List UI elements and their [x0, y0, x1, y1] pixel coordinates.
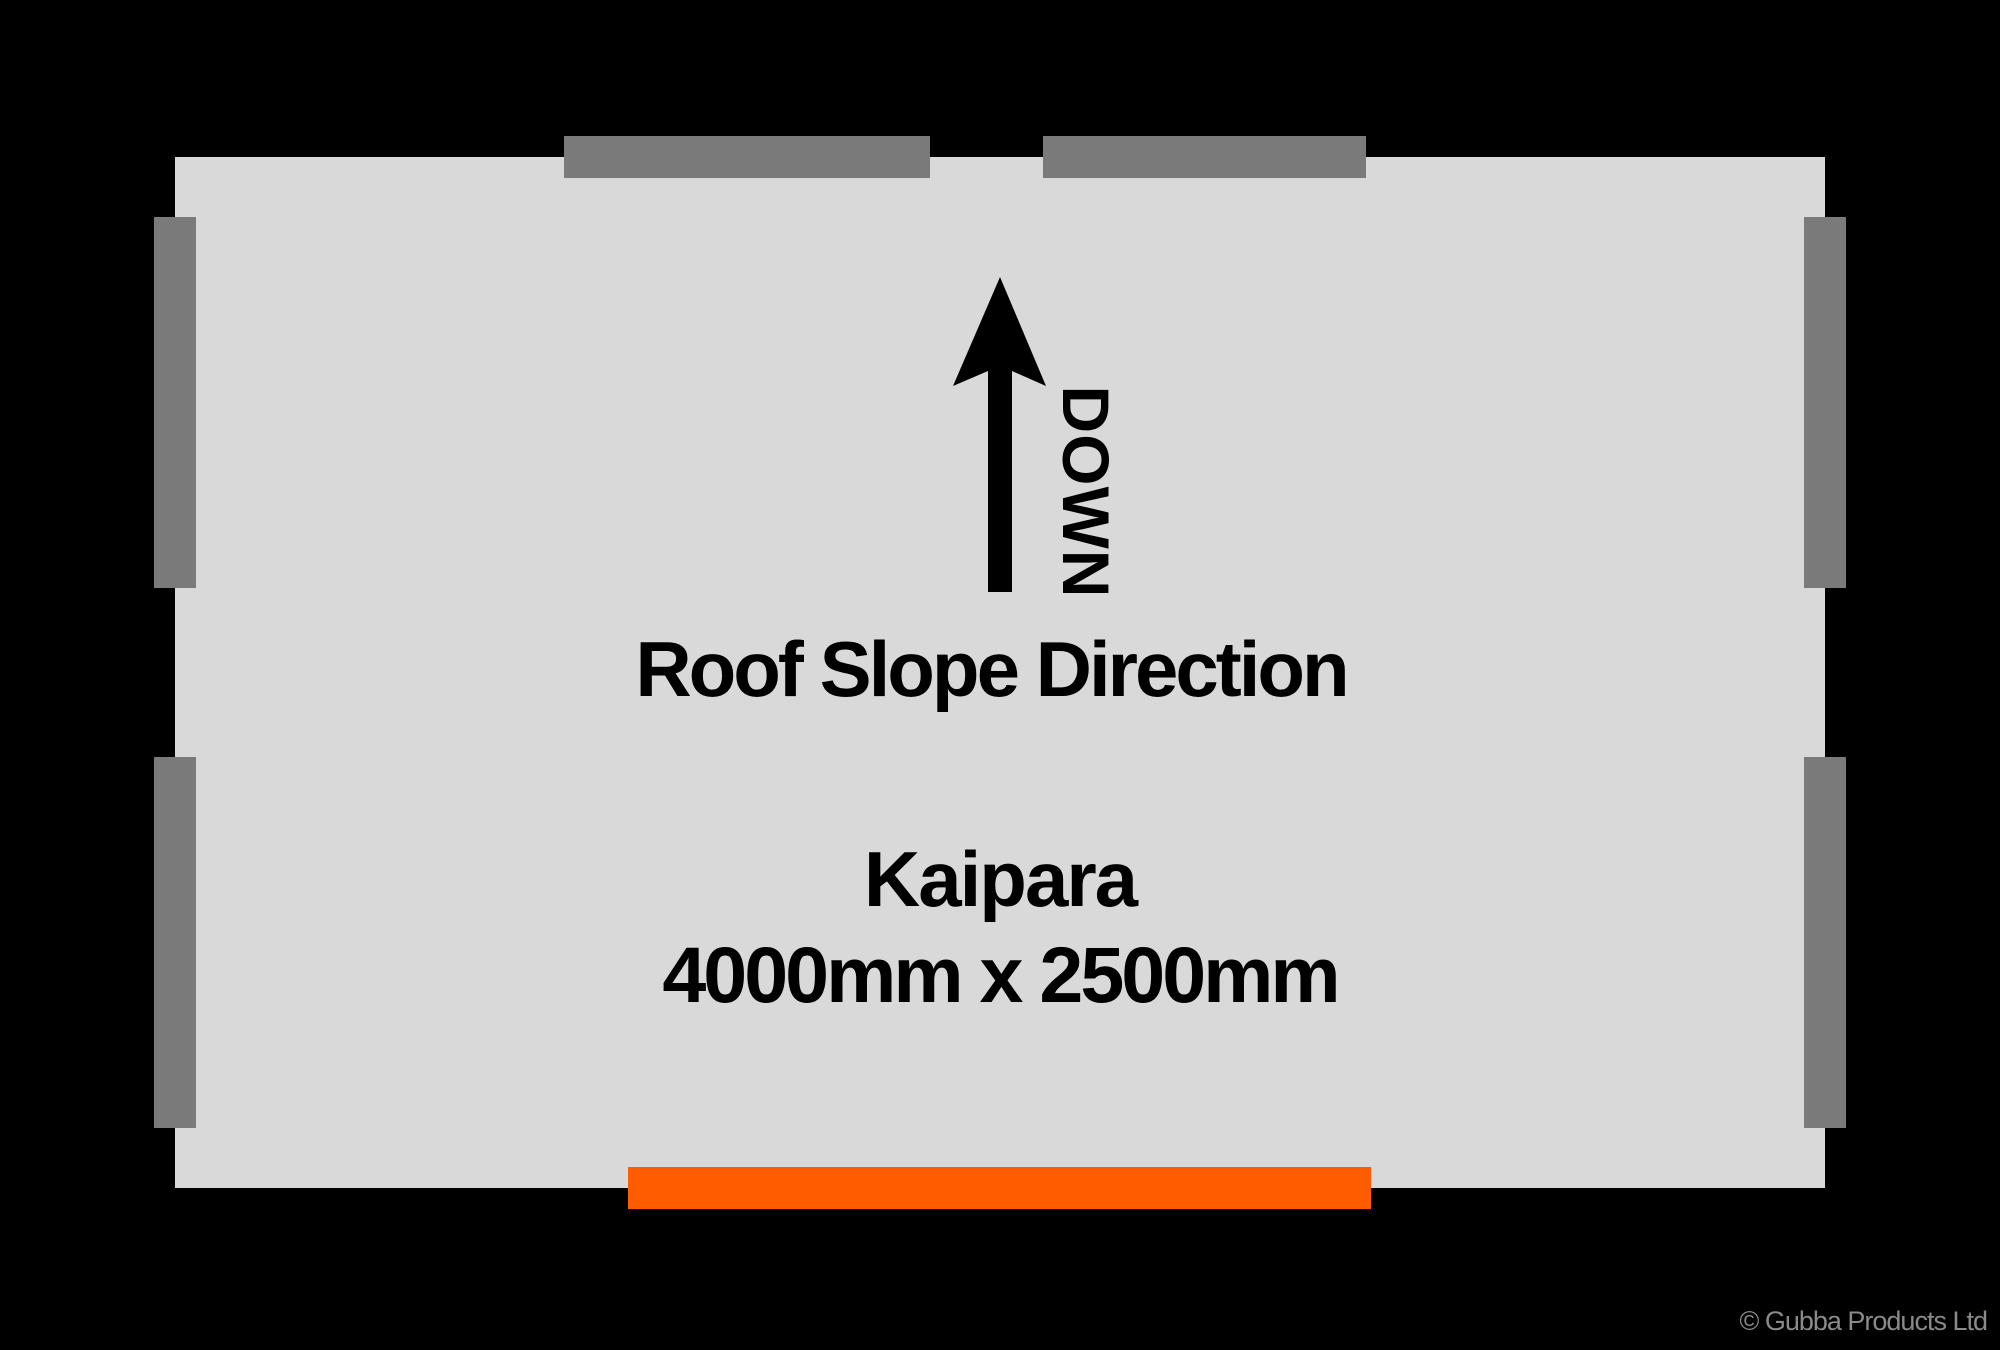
copyright-notice: © Gubba Products Ltd [1739, 1306, 1988, 1336]
model-name-label: Kaipara [863, 835, 1138, 923]
window-left-lower [154, 757, 196, 1128]
door-bottom [628, 1167, 1371, 1209]
window-top-left [564, 136, 930, 178]
window-top-right [1043, 136, 1366, 178]
arrow-up-icon [953, 277, 1046, 592]
window-right-upper [1804, 217, 1846, 588]
roof-slope-direction-label: Roof Slope Direction [635, 625, 1349, 713]
window-right-lower [1804, 757, 1846, 1128]
down-direction-label: DOWN [1049, 385, 1123, 599]
dimensions-label: 4000mm x 2500mm [662, 930, 1340, 1019]
window-left-upper [154, 217, 196, 588]
